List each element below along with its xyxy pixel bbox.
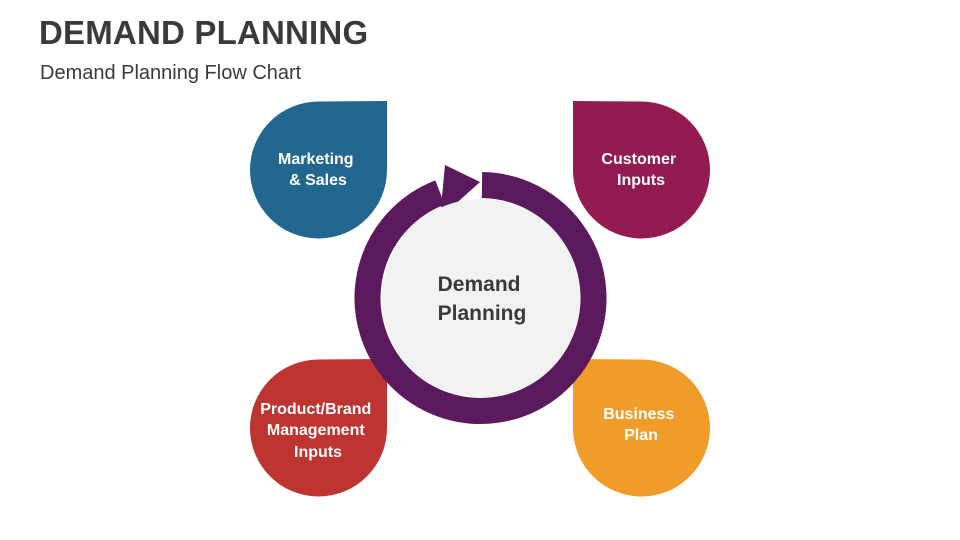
node-marketing-sales-label: Marketing & Sales bbox=[278, 151, 358, 189]
node-business-plan-line-1: Business bbox=[603, 406, 674, 423]
center-label-line-2: Planning bbox=[438, 302, 527, 325]
node-customer-inputs-label: Customer Inputs bbox=[601, 151, 680, 189]
node-customer-inputs: Customer Inputs bbox=[573, 101, 710, 239]
center-cycle: Demand Planning bbox=[354, 165, 607, 424]
page-title: DEMAND PLANNING bbox=[39, 14, 369, 51]
node-product-brand-line-1: Product/Brand bbox=[260, 401, 371, 418]
node-business-plan: Business Plan bbox=[573, 359, 710, 497]
center-label: Demand Planning bbox=[438, 273, 527, 325]
node-business-plan-line-2: Plan bbox=[624, 427, 658, 444]
node-product-brand: Product/Brand Management Inputs bbox=[249, 359, 387, 497]
node-marketing-sales-line-1: Marketing bbox=[278, 151, 354, 168]
center-label-line-1: Demand bbox=[438, 273, 521, 296]
node-product-brand-line-3: Inputs bbox=[294, 444, 342, 461]
node-customer-inputs-line-1: Customer bbox=[601, 151, 676, 168]
node-product-brand-line-2: Management bbox=[267, 422, 365, 439]
node-product-brand-shape bbox=[249, 359, 387, 497]
node-marketing-sales: Marketing & Sales bbox=[249, 101, 387, 239]
node-customer-inputs-shape bbox=[573, 101, 710, 239]
center-disc bbox=[382, 199, 580, 397]
node-business-plan-label: Business Plan bbox=[603, 406, 679, 444]
page-subtitle: Demand Planning Flow Chart bbox=[40, 62, 302, 84]
node-marketing-sales-shape bbox=[249, 101, 387, 239]
node-marketing-sales-line-2: & Sales bbox=[289, 172, 347, 189]
node-customer-inputs-line-2: Inputs bbox=[617, 172, 665, 189]
node-product-brand-label: Product/Brand Management Inputs bbox=[260, 401, 376, 461]
cycle-ring-arc bbox=[354, 172, 607, 424]
node-business-plan-shape bbox=[573, 359, 710, 497]
